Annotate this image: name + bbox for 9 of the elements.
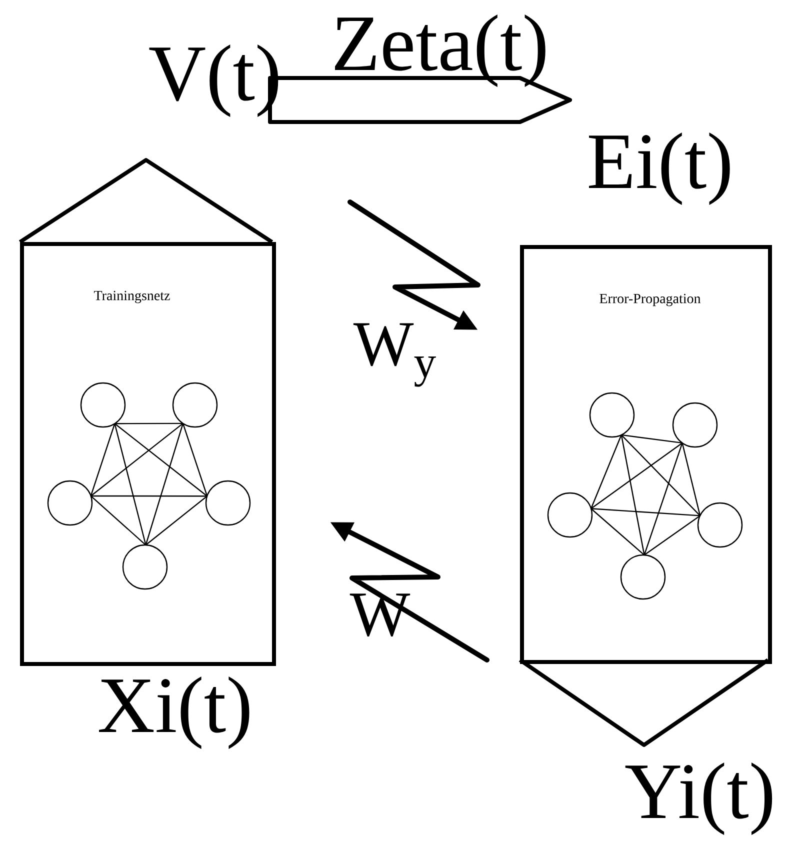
node-label: Zeta(t) — [335, 14, 546, 88]
node-label: Xi(t) — [99, 676, 250, 750]
node-label: Ei(t) — [589, 132, 730, 206]
node-label: Yi(t) — [625, 762, 772, 836]
process-box: Trainingsnetz — [18, 158, 276, 666]
process-box: Error-Propagation — [518, 245, 772, 747]
zigzag-arrow — [348, 200, 480, 330]
edge-label: W$_{y}$ — [353, 323, 436, 387]
edge-label: W — [350, 594, 410, 636]
